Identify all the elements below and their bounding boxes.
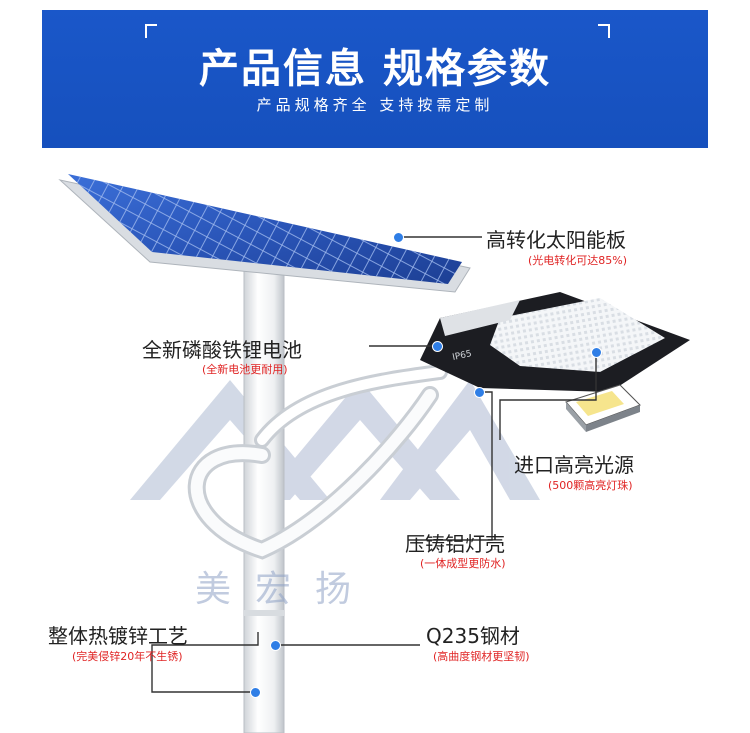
corner-bracket-right — [598, 24, 610, 38]
housing-note: (一体成型更防水) — [420, 557, 506, 570]
housing-label: 压铸铝灯壳 — [405, 532, 505, 556]
housing-dot — [474, 387, 485, 398]
light-source-dot — [591, 347, 602, 358]
galvanized-note: (完美侵锌20年不生锈) — [72, 650, 183, 663]
light-source-label: 进口高亮光源 — [514, 453, 634, 477]
led-chip-closeup — [565, 384, 641, 432]
battery-dot — [432, 341, 443, 352]
steel-dot — [270, 640, 281, 651]
lamp-badge: IP65 — [452, 349, 473, 363]
solar-panel-note: (光电转化可达85%) — [528, 254, 628, 267]
steel-label: Q235钢材 — [426, 624, 520, 648]
page-subtitle: 产品规格齐全 支持按需定制 — [256, 96, 494, 114]
steel-note: (高曲度钢材更坚韧) — [433, 650, 530, 663]
galvanized-label: 整体热镀锌工艺 — [48, 624, 188, 648]
page-title: 产品信息 规格参数 — [199, 46, 551, 92]
corner-bracket-left — [145, 24, 157, 38]
solar-panel-dot — [393, 232, 404, 243]
solar-panel-label: 高转化太阳能板 — [486, 228, 626, 252]
galvanized-dot — [250, 687, 261, 698]
battery-note: (全新电池更耐用) — [202, 363, 288, 376]
light-source-note: (500颗高亮灯珠) — [548, 479, 633, 492]
battery-label: 全新磷酸铁锂电池 — [142, 338, 302, 362]
header-banner: 产品信息 规格参数 产品规格齐全 支持按需定制 — [42, 10, 708, 148]
watermark-text: 美宏扬 — [195, 569, 376, 610]
